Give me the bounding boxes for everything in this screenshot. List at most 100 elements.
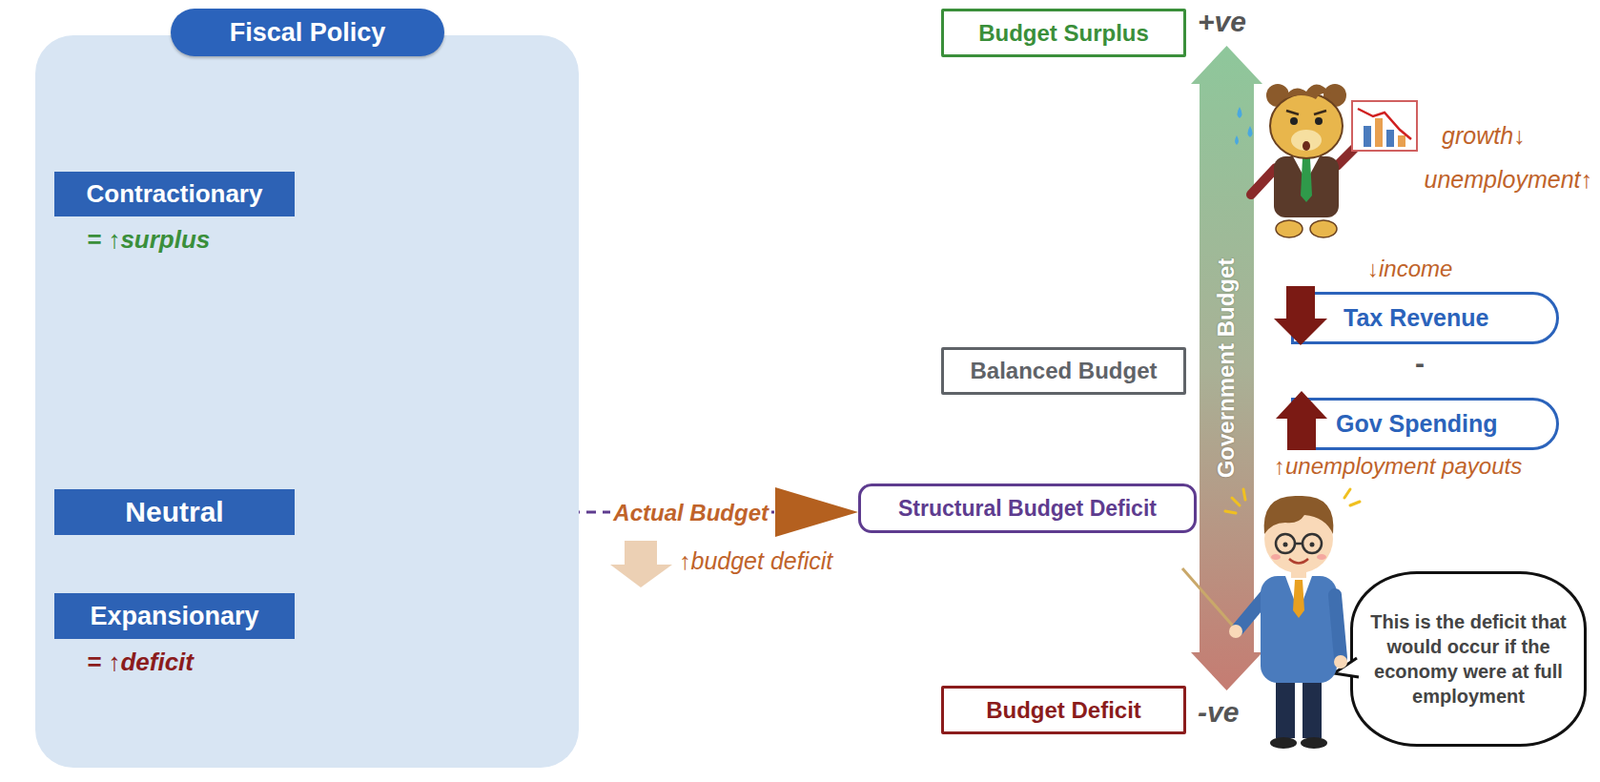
teacher-figure-part — [1316, 553, 1327, 560]
box-label: Budget Surplus — [978, 20, 1149, 47]
teacher-figure-part — [1264, 504, 1334, 574]
minus-sign: - — [1415, 347, 1425, 379]
box-label: Structural Budget Deficit — [898, 495, 1157, 522]
label-holder: ↓income — [1367, 255, 1453, 283]
teacher-figure-part — [1270, 737, 1297, 749]
box-caption: = ↑surplus — [86, 225, 210, 254]
policy-box: Neutral — [54, 489, 295, 535]
teacher-figure-part — [1302, 678, 1322, 739]
worried-bear-part — [1251, 167, 1276, 195]
budget-component-pill: Gov Spending — [1291, 397, 1559, 451]
teacher-figure-part — [1300, 737, 1328, 749]
label-holder: unemployment↑ — [1424, 165, 1593, 194]
effect-note: unemployment↑ — [1424, 165, 1593, 193]
title-pill: Fiscal Policy — [170, 8, 445, 57]
arrowhead — [775, 487, 859, 537]
label-holder: - — [1415, 347, 1425, 380]
axis-end-label: +ve — [1197, 5, 1247, 38]
box-label: Neutral — [124, 495, 224, 529]
teacher-figure-part — [1275, 678, 1295, 739]
pill-label: Tax Revenue — [1343, 304, 1489, 332]
worried-bear-part — [1273, 156, 1339, 218]
label-holder: +ve — [1197, 5, 1247, 39]
budget-box: Balanced Budget — [941, 347, 1187, 395]
edge-label: Actual Budget — [610, 499, 772, 526]
box-label: Balanced Budget — [969, 357, 1157, 385]
budget-component-pill: Tax Revenue — [1291, 291, 1559, 345]
effect-note: ↓income — [1367, 255, 1453, 282]
pale-down-arrow-part — [624, 540, 657, 566]
box-label: Expansionary — [89, 601, 259, 632]
worried-bear — [1234, 83, 1417, 238]
teacher-figure-part — [1275, 533, 1295, 554]
down-arrow-icon — [1273, 286, 1328, 346]
teacher-figure-part — [1291, 564, 1307, 578]
worried-bear-part — [1357, 108, 1412, 140]
teacher-figure-part — [1289, 558, 1309, 564]
box-caption-holder: = ↑deficit — [86, 647, 194, 677]
teacher-figure-part — [1294, 542, 1303, 546]
label-holder: ↑unemployment payouts — [1273, 452, 1522, 480]
policy-box: Contractionary= ↑surplus — [54, 171, 295, 217]
pale-down-arrow — [610, 540, 673, 588]
box-caption-holder: = ↑surplus — [86, 225, 210, 255]
teacher-figure-part — [1285, 575, 1313, 613]
label-holder: -ve — [1197, 696, 1239, 729]
edge-label-holder: Actual Budget — [610, 499, 772, 527]
down-arrow-icon-part — [1273, 318, 1328, 346]
teacher-figure-part — [1292, 579, 1305, 618]
speech-bubble: This is the deficit that would occur if … — [1350, 571, 1587, 747]
teacher-figure-part — [1334, 594, 1341, 658]
worried-bear-part — [1300, 158, 1313, 203]
worried-bear-part — [1286, 110, 1327, 115]
box-label: Contractionary — [86, 179, 264, 209]
structural-deficit-box: Structural Budget Deficit — [858, 483, 1197, 534]
worried-bear-part — [1266, 83, 1290, 107]
teacher-figure-part — [1283, 542, 1289, 548]
worried-bear-part — [1310, 220, 1337, 238]
worried-bear-part — [1352, 101, 1417, 151]
axis-label: Government Budget — [1213, 258, 1241, 479]
teacher-figure-part — [1264, 495, 1334, 534]
box-label: Budget Deficit — [985, 697, 1142, 724]
worried-bear-part — [1336, 143, 1360, 166]
box-caption: = ↑deficit — [86, 647, 194, 677]
double-arrow — [1190, 45, 1263, 691]
worried-bear-part — [1283, 83, 1332, 100]
panel-title: Fiscal Policy — [229, 18, 387, 48]
axis-end-label: -ve — [1197, 696, 1239, 728]
teacher-figure-part — [1260, 575, 1337, 683]
worried-bear-part — [1314, 117, 1323, 125]
effect-note: growth↓ — [1441, 122, 1526, 149]
worried-bear-part — [1302, 141, 1311, 151]
worried-bear-part — [1323, 83, 1347, 107]
worried-bear-part — [1397, 135, 1406, 147]
worried-bear-part — [1291, 129, 1322, 151]
budget-box: Budget Surplus — [941, 8, 1187, 58]
label-holder: ↑budget deficit — [678, 547, 833, 575]
worried-bear-part — [1290, 117, 1298, 125]
bubble-text: This is the deficit that would occur if … — [1368, 609, 1569, 709]
effect-note: ↑unemployment payouts — [1273, 452, 1522, 479]
bubble-tail — [1333, 656, 1363, 685]
up-arrow-icon-part — [1275, 390, 1328, 419]
teacher-figure-part — [1271, 553, 1281, 560]
label-holder: growth↓ — [1441, 122, 1526, 150]
worried-bear-part — [1292, 156, 1320, 182]
teacher-figure-part — [1310, 542, 1315, 548]
budget-axis-arrow: Government Budget — [1190, 45, 1263, 691]
worried-bear-part — [1386, 129, 1395, 147]
pill-label: Gov Spending — [1335, 410, 1498, 438]
pale-down-arrow-part — [610, 564, 673, 588]
policy-box: Expansionary= ↑deficit — [54, 593, 295, 639]
policy-panel: Fiscal PolicyContractionary= ↑surplusNeu… — [35, 35, 579, 768]
worried-bear-part — [1374, 118, 1383, 147]
bubble-tail-shape — [1333, 657, 1359, 677]
teacher-figure-part — [1344, 489, 1360, 506]
worried-bear-part — [1270, 93, 1343, 159]
worried-bear-part — [1275, 220, 1303, 238]
worried-bear-part — [1363, 125, 1372, 147]
budget-box: Budget Deficit — [941, 685, 1187, 735]
teacher-figure-part — [1302, 533, 1322, 554]
